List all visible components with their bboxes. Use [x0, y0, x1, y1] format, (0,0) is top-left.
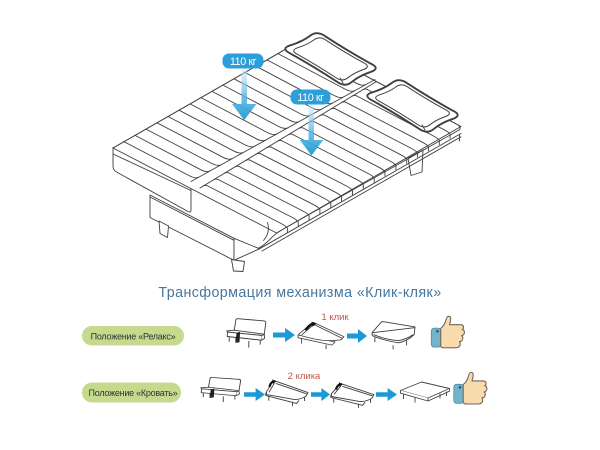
svg-text:Трансформация механизма «Клик-: Трансформация механизма «Клик-кляк» [158, 285, 441, 301]
svg-text:110 кг: 110 кг [297, 92, 324, 104]
svg-text:1 клик: 1 клик [321, 312, 349, 323]
svg-text:Положение «Кровать»: Положение «Кровать» [89, 388, 178, 398]
svg-text:Положение «Релакс»: Положение «Релакс» [91, 331, 176, 341]
svg-text:2 клика: 2 клика [288, 371, 321, 382]
svg-text:110 кг: 110 кг [230, 56, 257, 68]
